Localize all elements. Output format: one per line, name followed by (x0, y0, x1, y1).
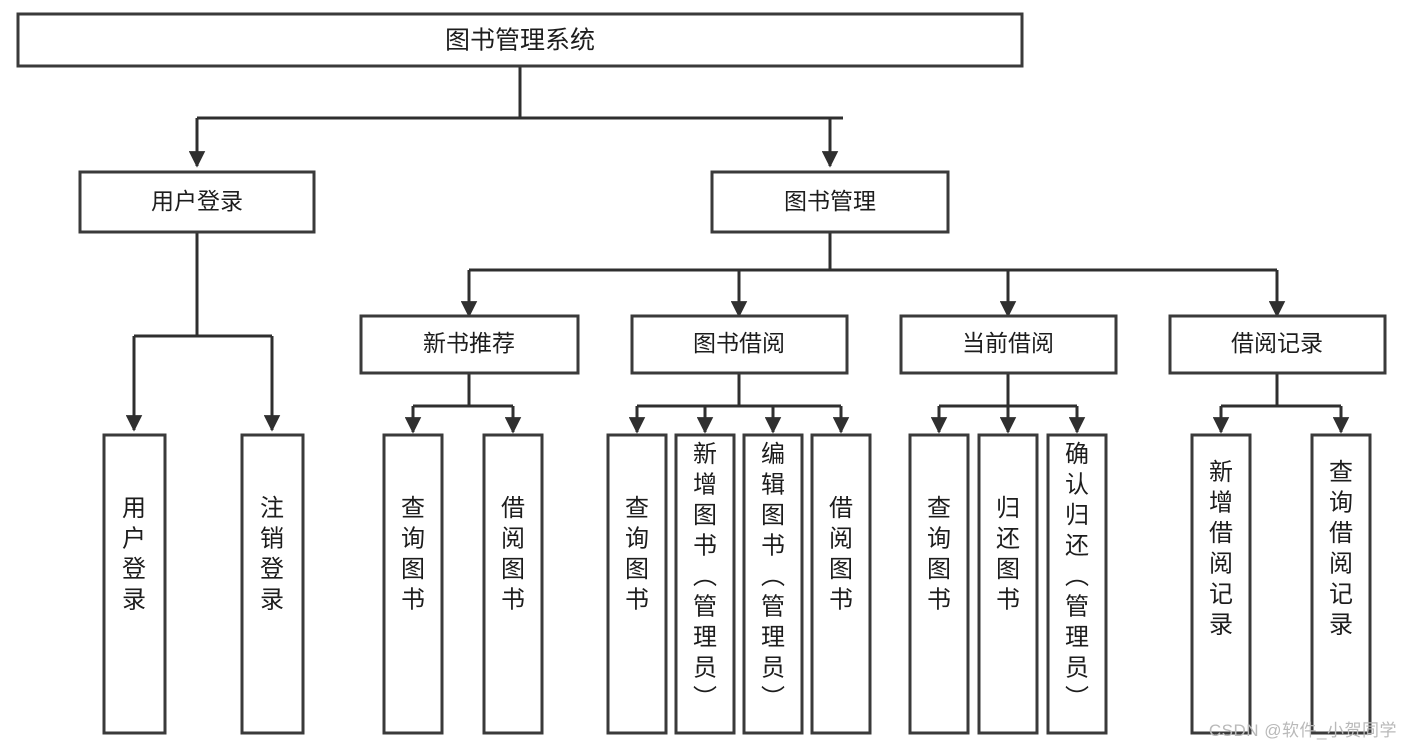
current-borrow-box[interactable] (899, 314, 1118, 375)
leaf-user-login-box[interactable] (102, 433, 167, 735)
leaf-edit-book-label: 编辑图书︵管理员︶ (761, 441, 785, 712)
leaf-return-book-label: 归还图书 (996, 495, 1020, 614)
user-login-box[interactable] (78, 170, 316, 234)
leaf-confirm-return-box[interactable] (1046, 433, 1108, 735)
leaf-query-record-label: 查询借阅记录 (1329, 459, 1353, 639)
leaf-edit-book-box[interactable] (742, 433, 804, 735)
leaf-return-book[interactable]: 归还图书 (977, 433, 1039, 735)
node-current-borrow[interactable]: 当前借阅 (899, 314, 1118, 375)
leaf-add-book-label: 新增图书︵管理员︶ (693, 441, 717, 712)
leaf-return-book-box[interactable] (977, 433, 1039, 735)
leaf-borrow-book-1-box[interactable] (482, 433, 544, 735)
leaf-query-book-1-label: 查询图书 (401, 495, 425, 614)
leaf-query-book-3[interactable]: 查询图书 (908, 433, 970, 735)
root-label: 图书管理系统 (445, 27, 595, 55)
leaf-borrow-book-2-label: 借阅图书 (829, 495, 853, 614)
current-borrow-label: 当前借阅 (962, 330, 1054, 356)
leaf-add-book-box[interactable] (674, 433, 736, 735)
leaf-query-book-1[interactable]: 查询图书 (382, 433, 444, 735)
leaf-query-book-3-label: 查询图书 (927, 495, 951, 614)
leaf-query-book-1-box[interactable] (382, 433, 444, 735)
leaf-query-record[interactable]: 查询借阅记录 (1310, 433, 1372, 735)
node-root[interactable]: 图书管理系统 (16, 12, 1024, 68)
borrow-record-box[interactable] (1168, 314, 1387, 375)
leaf-logout-box[interactable] (240, 433, 305, 735)
node-borrow-record[interactable]: 借阅记录 (1168, 314, 1387, 375)
leaf-query-book-3-box[interactable] (908, 433, 970, 735)
leaf-confirm-return[interactable]: 确认归还︵管理员︶ (1046, 433, 1108, 735)
leaf-user-login[interactable]: 用户登录 (102, 433, 167, 735)
root-box[interactable] (16, 12, 1024, 68)
new-book-rec-box[interactable] (359, 314, 580, 375)
node-new-book-rec[interactable]: 新书推荐 (359, 314, 580, 375)
leaf-query-book-2-label: 查询图书 (625, 495, 649, 614)
book-manage-box[interactable] (710, 170, 950, 234)
user-login-label: 用户登录 (151, 188, 243, 214)
leaf-user-login-label: 用户登录 (122, 495, 146, 614)
node-book-borrow[interactable]: 图书借阅 (630, 314, 849, 375)
leaf-borrow-book-2[interactable]: 借阅图书 (810, 433, 872, 735)
borrow-record-label: 借阅记录 (1231, 330, 1323, 356)
leaf-edit-book[interactable]: 编辑图书︵管理员︶ (742, 433, 804, 735)
leaf-query-book-2[interactable]: 查询图书 (606, 433, 668, 735)
leaf-add-book[interactable]: 新增图书︵管理员︶ (674, 433, 736, 735)
leaf-confirm-return-label: 确认归还︵管理员︶ (1065, 441, 1089, 712)
leaf-logout-label: 注销登录 (260, 495, 284, 614)
book-borrow-label: 图书借阅 (693, 330, 785, 356)
leaf-borrow-book-1-label: 借阅图书 (501, 495, 525, 614)
node-book-manage[interactable]: 图书管理 (710, 170, 950, 234)
connector-layer (125, 66, 1350, 434)
leaf-add-record[interactable]: 新增借阅记录 (1190, 433, 1252, 735)
leaf-add-record-box[interactable] (1190, 433, 1252, 735)
book-borrow-box[interactable] (630, 314, 849, 375)
leaf-query-record-box[interactable] (1310, 433, 1372, 735)
node-user-login[interactable]: 用户登录 (78, 170, 316, 234)
book-manage-label: 图书管理 (784, 188, 876, 214)
leaf-query-book-2-box[interactable] (606, 433, 668, 735)
leaf-add-record-label: 新增借阅记录 (1209, 459, 1233, 639)
leaf-borrow-book-2-box[interactable] (810, 433, 872, 735)
new-book-rec-label: 新书推荐 (423, 330, 515, 356)
leaf-borrow-book-1[interactable]: 借阅图书 (482, 433, 544, 735)
leaf-logout[interactable]: 注销登录 (240, 433, 305, 735)
